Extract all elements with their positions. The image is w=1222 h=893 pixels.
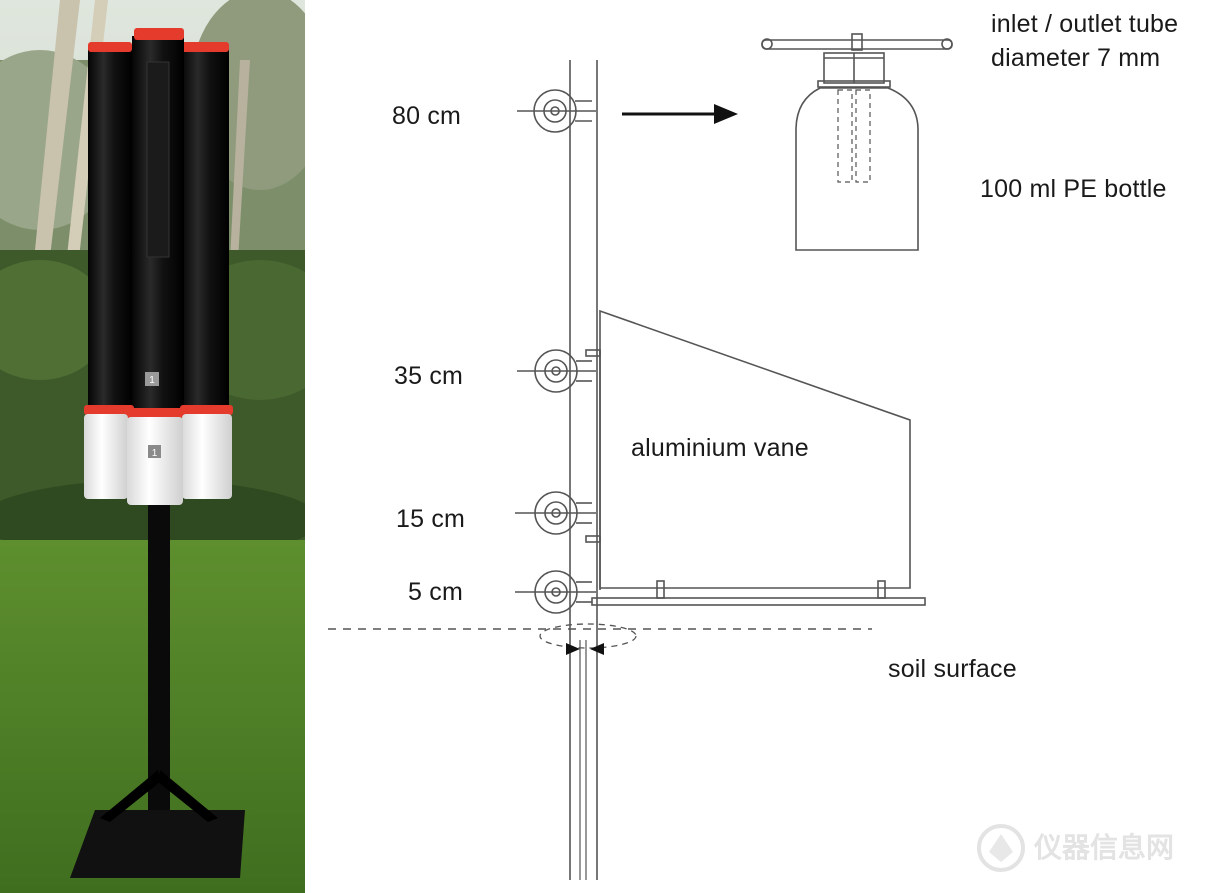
height-label-80cm: 80 cm xyxy=(392,102,462,130)
height-label-5cm: 5 cm xyxy=(408,578,463,606)
sampler-35cm-icon xyxy=(517,349,596,393)
inlet-tube-label: inlet / outlet tube xyxy=(991,10,1179,38)
sampler-15cm-icon xyxy=(515,491,596,535)
height-label-15cm: 15 cm xyxy=(396,505,466,533)
watermark-text: 仪器信息网 xyxy=(1034,831,1175,864)
vane-label: aluminium vane xyxy=(631,434,809,462)
pe-bottle-drawing xyxy=(761,33,953,251)
sampler-photo: 1 1 xyxy=(0,0,305,893)
tube-number-label: 1 xyxy=(149,375,155,386)
sampler-80cm-icon xyxy=(517,89,596,133)
cup-number-label: 1 xyxy=(152,448,158,459)
ground-anchor-icon xyxy=(566,643,604,655)
height-label-35cm: 35 cm xyxy=(394,362,464,390)
bottle-label: 100 ml PE bottle xyxy=(980,175,1167,203)
aluminium-vane-shape xyxy=(585,309,926,606)
arrow-icon xyxy=(622,104,738,124)
sampler-5cm-icon xyxy=(515,570,596,614)
soil-surface-label: soil surface xyxy=(888,655,1017,683)
tube-diameter-label: diameter 7 mm xyxy=(991,44,1161,72)
watermark-logo-icon xyxy=(977,824,1025,872)
